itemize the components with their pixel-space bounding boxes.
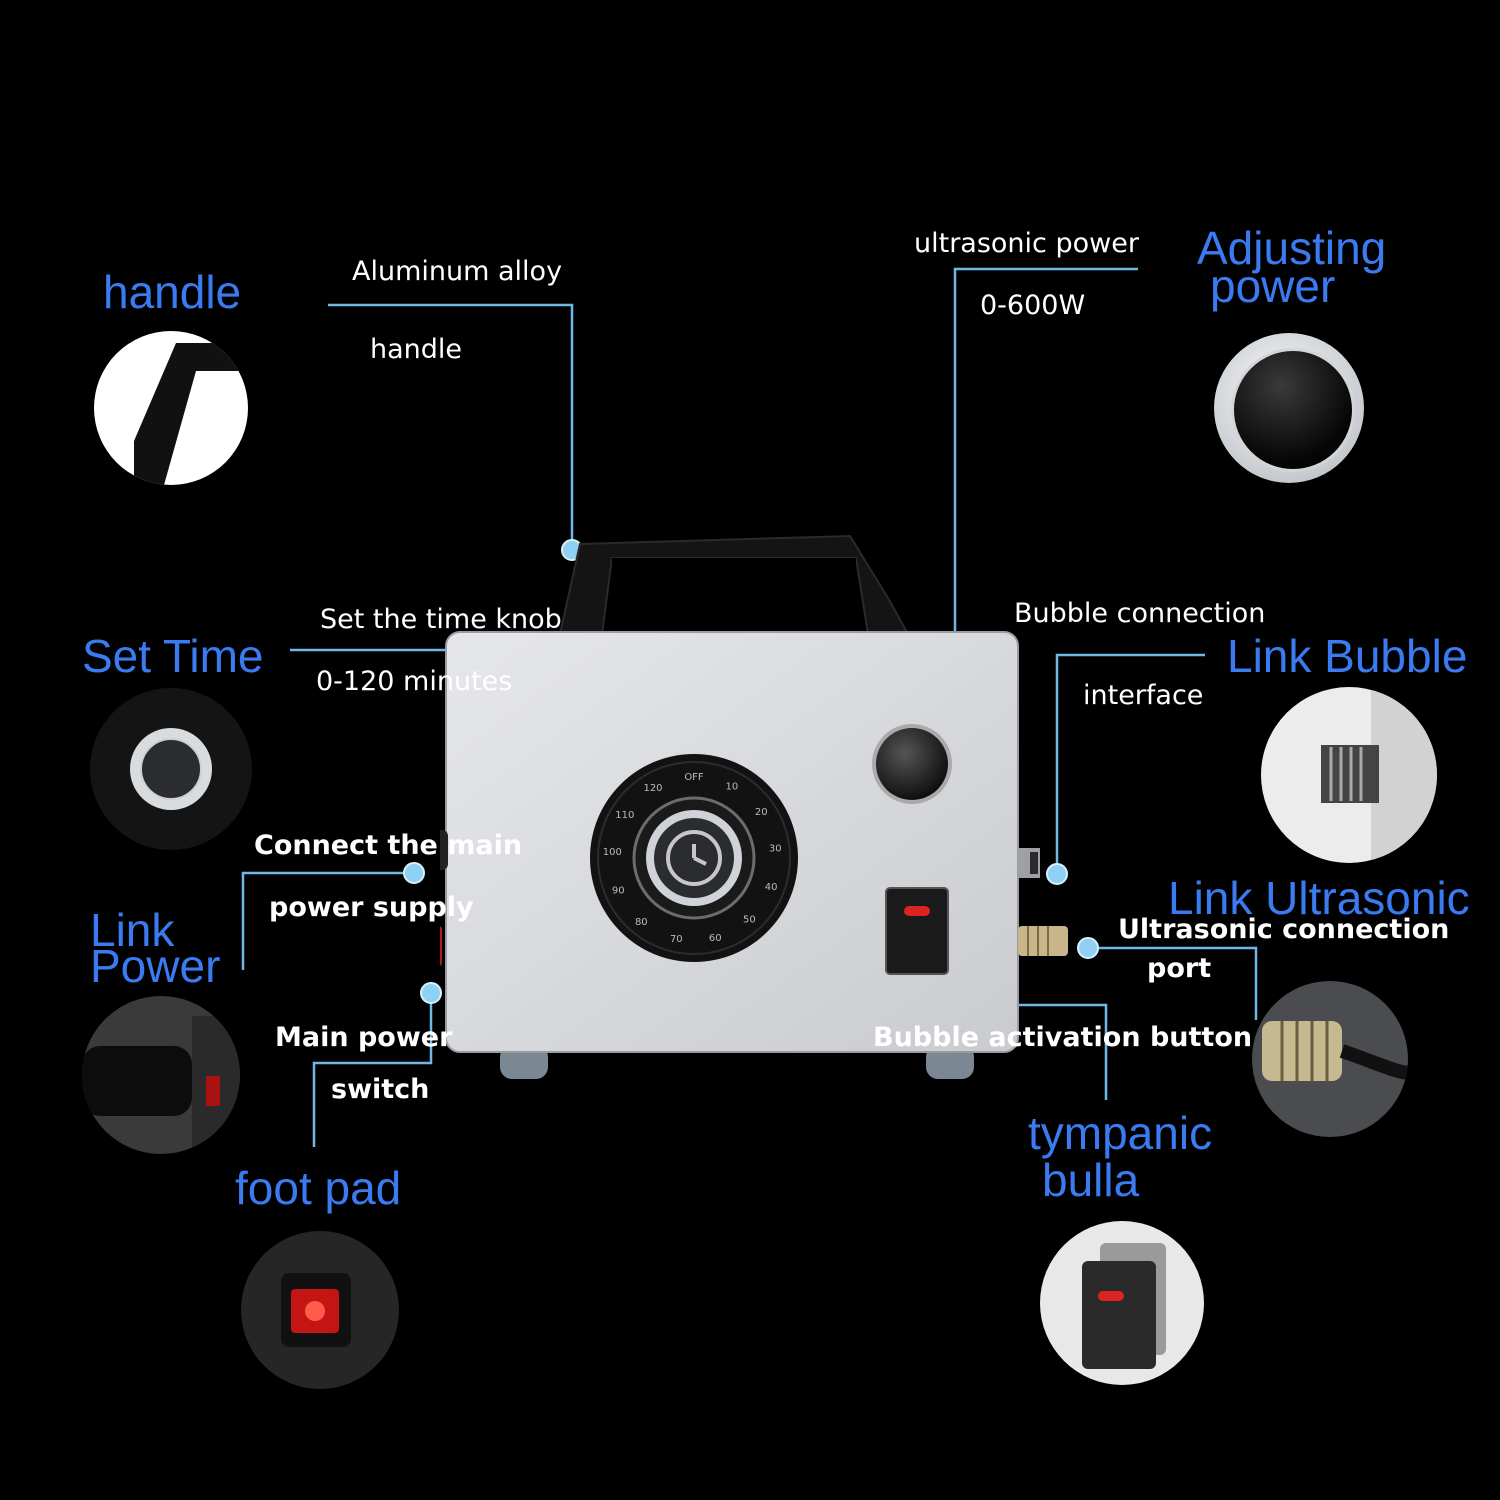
foot-pad-title: foot pad xyxy=(235,1162,402,1214)
dial-tick-label: 20 xyxy=(755,807,768,818)
dial-tick-label: 60 xyxy=(709,933,722,944)
dial-tick-label: 100 xyxy=(603,847,622,858)
link-ultrasonic-title: Link Ultrasonic xyxy=(1168,872,1470,924)
set-time-title: Set Time xyxy=(82,630,264,682)
dial-tick-label: 40 xyxy=(765,882,778,893)
power-plug-detail-image xyxy=(82,996,240,1154)
bubble-desc-line1: Bubble connection xyxy=(1014,598,1266,629)
tympanic-bulla-title-line2: bulla xyxy=(1042,1154,1140,1206)
link-power-title-line2: Power xyxy=(90,940,221,992)
dial-tick-label: OFF xyxy=(684,772,704,783)
device: OFF 10 20 30 40 50 60 70 80 90 100 110 120 xyxy=(400,530,1080,1090)
power-knob[interactable] xyxy=(872,724,952,804)
power-desc-line1: ultrasonic power xyxy=(914,228,1139,259)
set-time-desc-line2: 0-120 minutes xyxy=(316,666,513,697)
timer-detail-image xyxy=(90,688,252,850)
bubble-activation-button[interactable] xyxy=(885,887,949,975)
device-handle xyxy=(558,534,910,635)
foot-pad-desc-line2: switch xyxy=(331,1074,430,1105)
dial-tick-label: 90 xyxy=(612,885,625,896)
link-power-title-line1: Link xyxy=(90,904,175,956)
power-desc-line2: 0-600W xyxy=(980,290,1086,321)
tympanic-bulla-desc: Bubble activation button xyxy=(873,1022,1253,1053)
adjusting-power-title-line1: Adjusting xyxy=(1197,222,1387,274)
handle-detail-image xyxy=(94,331,248,485)
dial-tick-label: 110 xyxy=(615,810,634,821)
main-power-switch[interactable] xyxy=(424,926,442,966)
bubble-desc-line2: interface xyxy=(1083,680,1204,711)
timer-knob[interactable]: OFF 10 20 30 40 50 60 70 80 90 100 110 120 xyxy=(590,754,798,962)
ultrasonic-port-detail-image xyxy=(1252,981,1408,1137)
dial-tick-label: 70 xyxy=(670,934,683,945)
foot-pad-desc-line1: Main power xyxy=(275,1022,453,1053)
dial-tick-label: 80 xyxy=(635,917,648,928)
dial-tick-label: 10 xyxy=(726,781,739,792)
handle-title: handle xyxy=(103,266,242,318)
link-power-desc-line2: power supply xyxy=(269,892,474,923)
handle-desc-line1: Aluminum alloy xyxy=(352,256,563,287)
link-power-desc-line1: Connect the main xyxy=(254,830,523,861)
tympanic-bulla-title-line1: tympanic xyxy=(1028,1107,1213,1159)
activation-button-detail-image xyxy=(1040,1221,1204,1385)
ultrasonic-desc-line1: Ultrasonic connection xyxy=(1118,914,1450,945)
bubble-connector xyxy=(1018,848,1040,878)
ultrasonic-connector xyxy=(1018,926,1068,956)
adjusting-power-title-line2: power xyxy=(1210,260,1336,312)
device-foot-left xyxy=(500,1045,548,1079)
bubble-port-detail-image xyxy=(1261,687,1437,863)
set-time-desc-line1: Set the time knob xyxy=(320,604,562,635)
dial-tick-label: 120 xyxy=(643,783,662,794)
ultrasonic-desc-line2: port xyxy=(1147,953,1212,984)
device-foot-right xyxy=(926,1045,974,1079)
main-switch-detail-image xyxy=(241,1231,399,1389)
power-knob-detail-image xyxy=(1214,333,1364,483)
handle-desc-line2: handle xyxy=(370,334,463,365)
dial-tick-label: 30 xyxy=(769,843,782,854)
dial-tick-label: 50 xyxy=(743,915,756,926)
link-bubble-title: Link Bubble xyxy=(1227,630,1468,682)
